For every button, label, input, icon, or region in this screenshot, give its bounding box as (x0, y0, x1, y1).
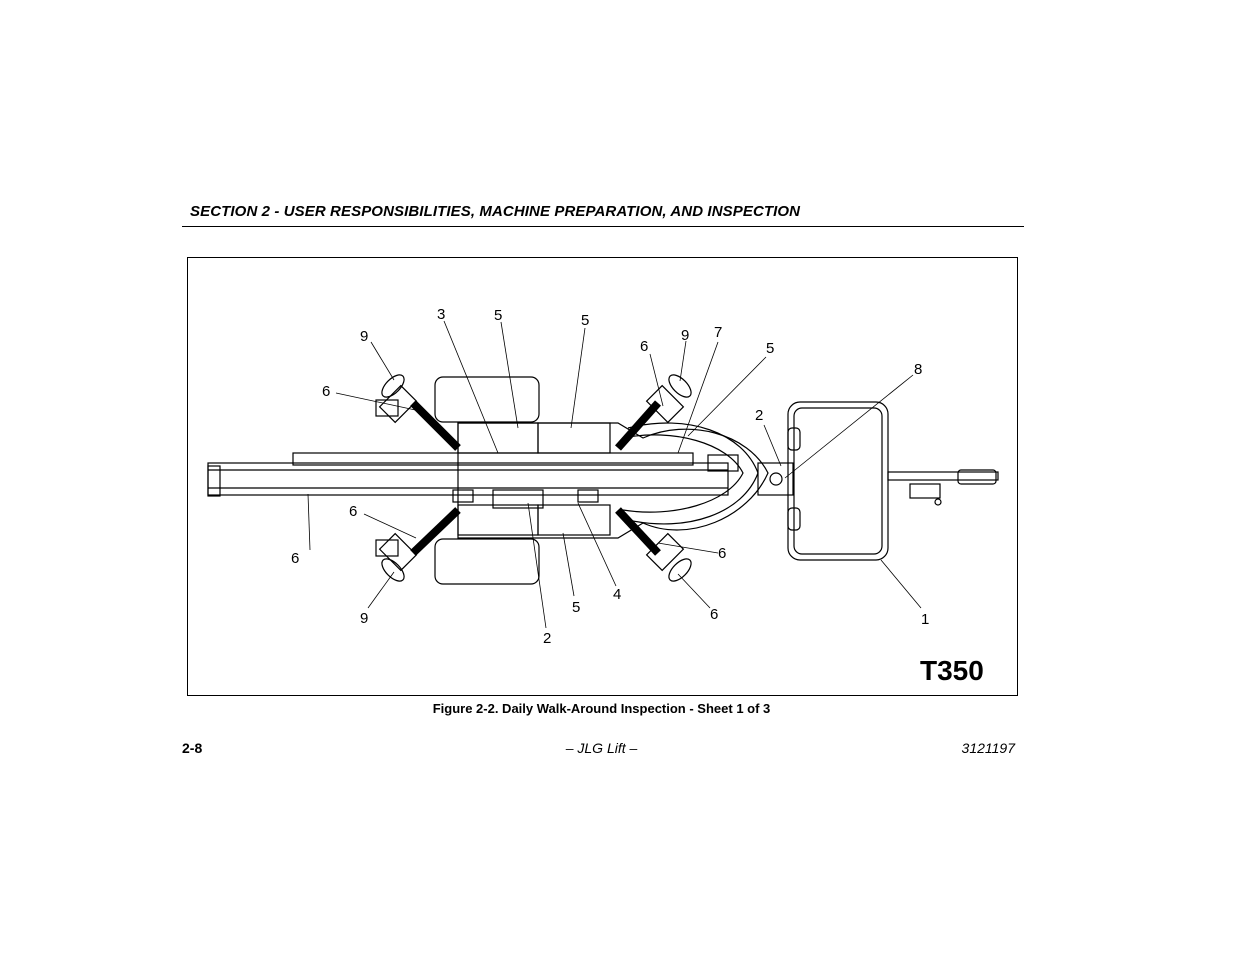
callout-8: 8 (914, 361, 922, 378)
figure-frame: 9 6 3 5 5 6 9 7 5 8 2 6 6 6 9 2 5 4 6 1 … (187, 257, 1018, 696)
callout-7: 7 (714, 324, 722, 341)
publisher: – JLG Lift – (565, 740, 638, 756)
tongue (887, 471, 999, 481)
callout-1: 1 (921, 611, 929, 628)
callout-5-bottom: 5 (572, 599, 580, 616)
callout-6-lower-left: 6 (349, 503, 357, 520)
platform-inner (793, 407, 883, 555)
callout-2-right: 2 (755, 407, 763, 424)
boom-pivot (707, 454, 739, 472)
doc-number: 3121197 (961, 740, 1015, 756)
callout-3: 3 (437, 306, 445, 323)
callout-6-far-left: 6 (291, 550, 299, 567)
chassis-outline (457, 422, 769, 539)
callout-9-bottom-left: 9 (360, 610, 368, 627)
callout-6-lower-right: 6 (718, 545, 726, 562)
callout-5-top-right: 5 (581, 312, 589, 329)
callout-9-bottom-right: 6 (710, 606, 718, 623)
callout-4: 4 (613, 586, 621, 603)
platform-rotator (757, 462, 794, 496)
machine-diagram: 9 6 3 5 5 6 9 7 5 8 2 6 6 6 9 2 5 4 6 1 … (207, 306, 999, 686)
header-rule (182, 226, 1024, 227)
callout-6-upper-left: 6 (322, 383, 330, 400)
boom-end (207, 465, 221, 497)
callout-6-upper-right: 6 (640, 338, 648, 355)
platform-outer (787, 401, 889, 561)
chassis-inner2 (622, 434, 744, 513)
hitch (957, 469, 997, 485)
tire-bottom-left (434, 538, 540, 585)
model-label: T350 (920, 655, 984, 686)
callout-5-right: 5 (766, 340, 774, 357)
page-number: 2-8 (182, 740, 203, 756)
callout-2-bottom: 2 (543, 630, 551, 647)
section-title: SECTION 2 - USER RESPONSIBILITIES, MACHI… (190, 203, 801, 220)
tire-top-left (434, 376, 540, 423)
callout-9-top-left: 9 (360, 328, 368, 345)
callout-9-top-right: 9 (681, 327, 689, 344)
figure-caption: Figure 2-2. Daily Walk-Around Inspection… (432, 701, 771, 716)
callout-5-top: 5 (494, 307, 502, 324)
